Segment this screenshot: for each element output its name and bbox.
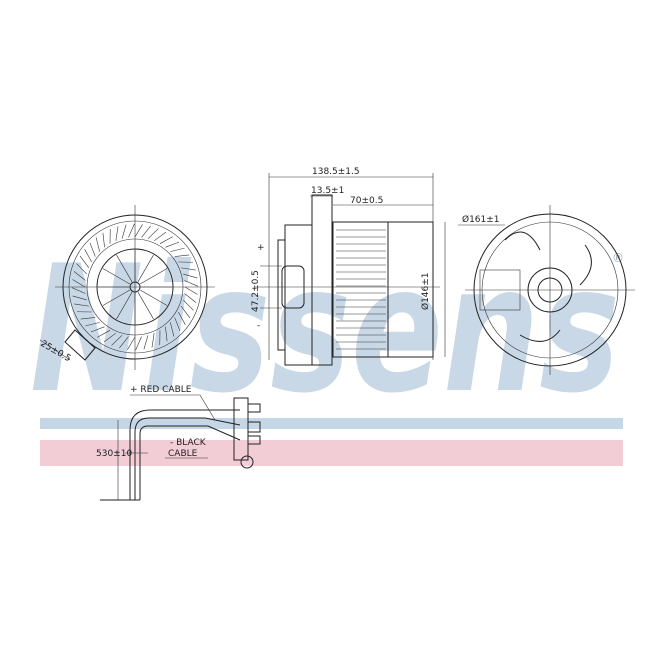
fan-blade (165, 326, 168, 342)
fan-blade (102, 232, 105, 248)
dim-fan-length: 70±0.5 (350, 196, 383, 206)
fan-blade (119, 336, 129, 349)
registered-mark: ® (612, 251, 624, 265)
fan-blade (97, 330, 111, 338)
fan-end (387, 221, 434, 358)
fan-blade (111, 335, 123, 346)
fan-blade (103, 332, 117, 343)
fan-blade (90, 326, 105, 333)
fan-blade (141, 225, 151, 238)
fan-blade (76, 263, 87, 275)
dim-connector-spacing: 47.2±0.5 (251, 270, 261, 312)
fan-blade (159, 236, 173, 244)
hub-spoke (137, 292, 154, 320)
dim-cable-length: 530±10 (96, 449, 132, 459)
fan-blade (80, 317, 96, 320)
black-cable-label-line2: CABLE (168, 449, 198, 459)
fan-blade (135, 336, 142, 351)
fan-blade (89, 242, 96, 257)
hub-spoke (102, 268, 130, 285)
fan-blade (127, 336, 136, 350)
fan-blade (85, 322, 100, 327)
fan-blade (147, 228, 159, 239)
fan-blade (71, 287, 86, 294)
hub-spoke (116, 292, 133, 320)
hub-spoke (102, 289, 130, 306)
dim-flange: 13.5±1 (311, 186, 344, 196)
side-view: 138.5±1.5 13.5±1 70±0.5 + - 47.2±0.5 Ø14… (251, 167, 446, 366)
watermark-band-blue (40, 418, 623, 429)
fan-blade (115, 226, 119, 241)
fan-blade (143, 335, 149, 350)
motor-body (277, 224, 313, 366)
minus-terminal-label: - (257, 321, 260, 331)
fan-blade (174, 254, 190, 257)
fan-blade (95, 237, 100, 252)
fan-blade (178, 311, 186, 325)
fan-blade (183, 273, 198, 279)
fan-blade (181, 267, 196, 271)
black-cable-label-line1: - BLACK (170, 438, 207, 448)
dim-housing-diameter: Ø161±1 (462, 214, 500, 225)
watermark-logo: Nissens (30, 229, 620, 432)
hub-spoke (140, 289, 168, 306)
dim-fan-diameter: Ø146±1 (420, 272, 431, 310)
fan-wheel-blades (336, 229, 386, 350)
watermark: Nissens ® (30, 229, 624, 466)
fan-blade (74, 303, 89, 307)
fan-blade (121, 224, 127, 239)
hub-spoke (137, 254, 154, 282)
fan-blades (71, 223, 199, 351)
fan-blade (84, 249, 92, 263)
fan-blade (184, 293, 197, 303)
fan-blade (72, 279, 86, 288)
red-cable-label: + RED CABLE (130, 385, 192, 395)
fan-blade (153, 231, 167, 242)
fan-blade (134, 224, 143, 238)
hub-spoke (116, 254, 133, 282)
fan-blade (174, 317, 181, 332)
fan-blade (151, 333, 155, 348)
fan-blade (72, 295, 87, 301)
fan-blade (128, 223, 135, 238)
fan-blade (170, 247, 185, 252)
plus-terminal-label: + (257, 243, 265, 253)
hub-spoke (140, 268, 168, 285)
dim-overall-length: 138.5±1.5 (312, 167, 360, 177)
fan-blade (184, 286, 198, 295)
cable-view: 530±10 + RED CABLE - BLACK CABLE (96, 385, 261, 501)
fan-blade (183, 299, 194, 311)
fan-blade (79, 255, 90, 269)
rear-view: Ø161±1 (458, 205, 635, 375)
fan-blade (73, 271, 86, 281)
fan-blade (180, 305, 191, 319)
fan-blade (184, 280, 199, 287)
fan-blade (165, 241, 180, 248)
fan-blade (170, 322, 175, 337)
connector-housing (64, 329, 96, 361)
